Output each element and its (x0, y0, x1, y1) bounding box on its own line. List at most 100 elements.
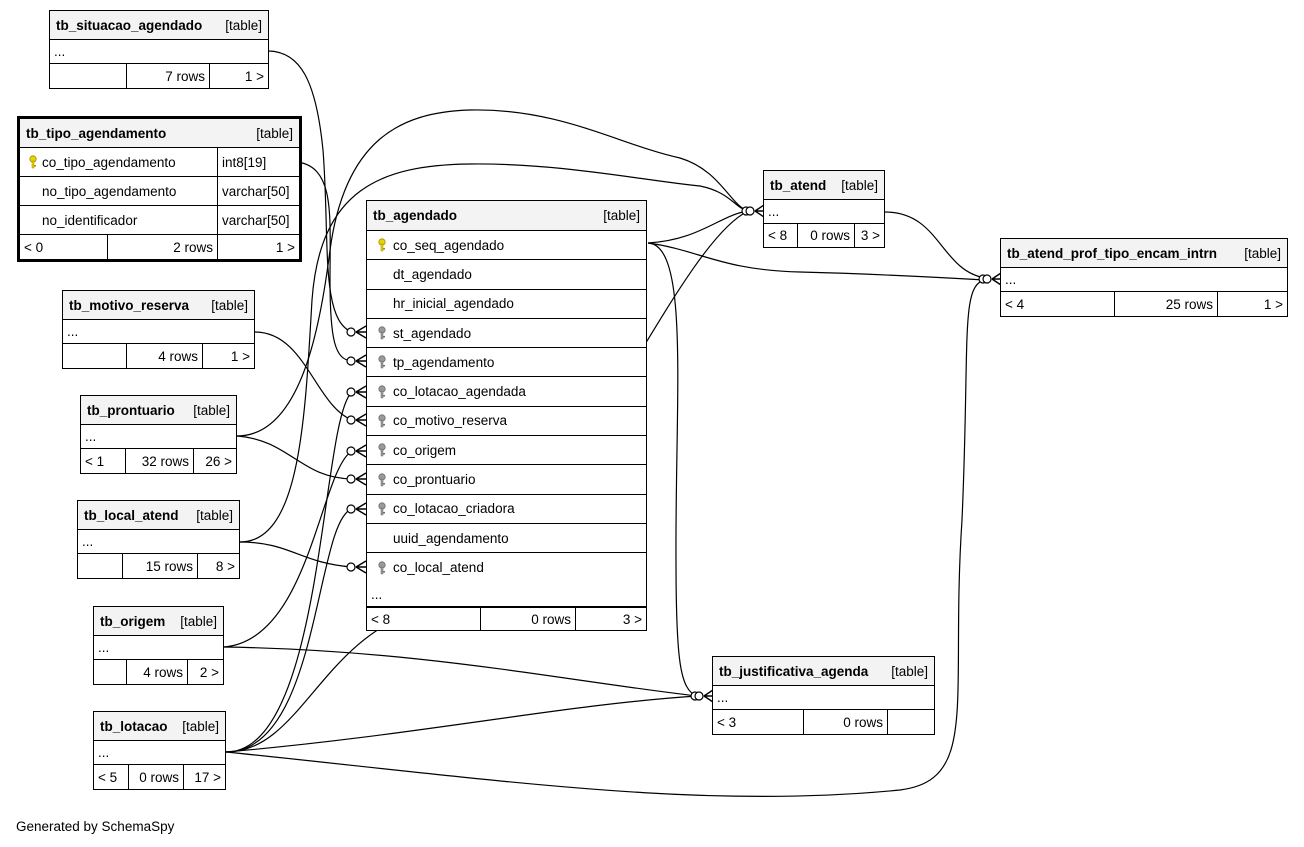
children-count: 3 > (854, 224, 884, 247)
crowfoot-co-origem (346, 446, 356, 456)
table-tb-motivo-reserva[interactable]: tb_motivo_reserva [table] ... 4 rows 1 > (62, 290, 255, 369)
ellipsis-row: ... (81, 425, 236, 449)
link-agendado-atend-prof (647, 242, 986, 281)
row-count: 4 rows (126, 344, 202, 368)
column-row[interactable]: st_agendado (367, 319, 646, 349)
table-tb-atend-prof-tipo-encam-intrn[interactable]: tb_atend_prof_tipo_encam_intrn [table] .… (1000, 238, 1288, 317)
parents-count: < 4 (1005, 296, 1025, 312)
crowfoot-atend-prof-b (982, 274, 992, 284)
ellipsis-row: ... (63, 320, 254, 344)
row-count: 0 rows (128, 765, 183, 789)
table-tb-local-atend[interactable]: tb_local_atend [table] ... 15 rows 8 > (77, 500, 240, 579)
table-tb-lotacao[interactable]: tb_lotacao [table] ... < 5 0 rows 17 > (93, 711, 226, 790)
column-row[interactable]: dt_agendado (367, 260, 646, 290)
parents-count: < 5 (98, 769, 118, 785)
parents-count (94, 660, 126, 684)
ellipsis-row: ... (94, 741, 225, 765)
primary-key-icon (375, 238, 389, 252)
column-row[interactable]: hr_inicial_agendado (367, 290, 646, 319)
crowfoot-atend-b (745, 206, 755, 216)
table-header: tb_local_atend [table] (78, 501, 239, 530)
column-row[interactable]: no_identificador varchar[50] (20, 206, 299, 235)
table-header: tb_justificativa_agenda [table] (713, 657, 934, 686)
table-name: tb_lotacao (100, 718, 168, 734)
table-tb-atend[interactable]: tb_atend [table] ... < 8 0 rows 3 > (763, 170, 885, 248)
crowfoot-co-motivo-reserva (346, 415, 356, 425)
ellipsis-row: ... (713, 686, 934, 710)
table-kind: [table] (182, 718, 219, 734)
table-name: tb_atend_prof_tipo_encam_intrn (1007, 245, 1218, 261)
column-name: co_seq_agendado (393, 237, 505, 253)
column-row[interactable]: co_local_atend (367, 553, 646, 582)
parents-count: < 0 (24, 239, 44, 255)
column-row[interactable]: no_tipo_agendamento varchar[50] (20, 177, 299, 206)
parents-count: < 1 (85, 453, 105, 469)
row-count: 0 rows (480, 607, 575, 631)
table-kind: [table] (193, 402, 230, 418)
ellipsis-row: ... (367, 583, 646, 607)
link-atend-atend-prof (884, 211, 986, 279)
table-tb-agendado[interactable]: tb_agendado [table] co_seq_agendado dt_ag… (366, 200, 647, 631)
column-name: hr_inicial_agendado (393, 296, 514, 312)
table-kind: [table] (180, 613, 217, 629)
row-count: 2 rows (107, 235, 217, 259)
table-kind: [table] (196, 507, 233, 523)
foreign-key-icon (375, 355, 389, 369)
ellipsis-row: ... (78, 530, 239, 554)
column-row[interactable]: co_seq_agendado (367, 231, 646, 261)
column-name: uuid_agendamento (393, 530, 509, 546)
table-header: tb_atend_prof_tipo_encam_intrn [table] (1001, 239, 1287, 268)
foreign-key-icon (375, 326, 389, 340)
table-header: tb_motivo_reserva [table] (63, 291, 254, 320)
table-kind: [table] (1244, 245, 1281, 261)
column-name: st_agendado (393, 325, 472, 341)
column-row[interactable]: co_lotacao_criadora (367, 495, 646, 524)
table-kind: [table] (891, 663, 928, 679)
column-name: co_lotacao_agendada (393, 384, 526, 400)
column-name: tp_agendamento (393, 354, 495, 370)
column-name: dt_agendado (393, 266, 472, 282)
table-tb-prontuario[interactable]: tb_prontuario [table] ... < 1 32 rows 26… (80, 395, 237, 474)
column-row[interactable]: co_tipo_agendamento int8[19] (20, 148, 299, 177)
link-prontuario-atend-1 (236, 109, 749, 437)
table-name: tb_motivo_reserva (69, 297, 190, 313)
parents-count (78, 554, 122, 578)
table-name: tb_agendado (373, 208, 458, 223)
table-footer: 7 rows 1 > (50, 64, 268, 88)
children-count: 3 > (575, 607, 646, 631)
children-count: 1 > (1217, 292, 1287, 316)
table-footer: 4 rows 2 > (94, 660, 223, 684)
table-header: tb_agendado [table] (367, 201, 646, 231)
column-row[interactable]: co_prontuario (367, 465, 646, 495)
foreign-key-icon (375, 472, 389, 487)
crowfoot-co-prontuario (346, 474, 356, 484)
column-row[interactable]: tp_agendamento (367, 348, 646, 378)
column-row[interactable]: uuid_agendamento (367, 524, 646, 554)
column-row[interactable]: co_motivo_reserva (367, 407, 646, 437)
column-name: co_local_atend (393, 560, 484, 576)
foreign-key-icon (375, 502, 389, 516)
column-row[interactable]: co_origem (367, 436, 646, 466)
table-footer: < 8 0 rows 3 > (764, 224, 884, 247)
column-name: no_tipo_agendamento (42, 183, 177, 199)
foreign-key-icon (375, 414, 389, 428)
table-tb-tipo-agendamento[interactable]: tb_tipo_agendamento [table] co_tipo_agen… (17, 116, 302, 262)
table-tb-situacao-agendado[interactable]: tb_situacao_agendado [table] ... 7 rows … (49, 10, 269, 89)
ellipsis-row: ... (94, 636, 223, 660)
ellipsis-row: ... (764, 200, 884, 224)
table-tb-origem[interactable]: tb_origem [table] ... 4 rows 2 > (93, 606, 224, 685)
parents-count (50, 64, 126, 88)
link-prontuario-co-prontuario (236, 435, 353, 480)
table-footer: 15 rows 8 > (78, 554, 239, 578)
column-type: int8[19] (217, 148, 299, 176)
column-name: co_prontuario (393, 472, 476, 488)
link-agendado-justificativa (647, 242, 698, 697)
link-origem-justificativa (223, 646, 698, 697)
column-row[interactable]: co_lotacao_agendada (367, 377, 646, 407)
table-tb-justificativa-agenda[interactable]: tb_justificativa_agenda [table] ... < 3 … (712, 656, 935, 735)
table-header: tb_prontuario [table] (81, 396, 236, 425)
row-count: 7 rows (126, 64, 209, 88)
column-name: co_origem (393, 442, 457, 458)
table-name: tb_origem (100, 613, 166, 629)
children-count (887, 710, 934, 734)
